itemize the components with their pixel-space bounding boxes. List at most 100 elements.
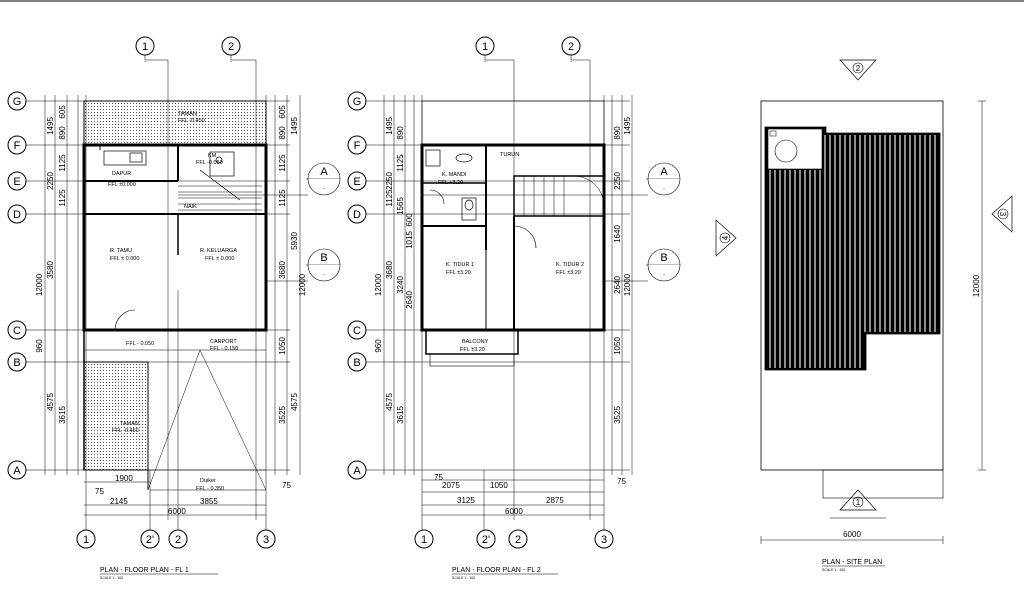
dimension-label: 1495 [46, 117, 55, 135]
dimension-label: 3125 [457, 496, 475, 505]
room-name: K. TIDUR 1 [446, 262, 474, 268]
drawing-scale: SCALE 1 : 100 [452, 576, 475, 580]
room-name: K. MANDI [442, 172, 467, 178]
grid-bubble-label: 1 [482, 41, 488, 53]
room-ffl: FFL +3.20 [438, 180, 463, 186]
dimension-label: 3855 [200, 497, 218, 506]
dimension-label: 12000 [374, 273, 383, 296]
section-sub: - [663, 272, 665, 278]
grid-bubble-label: A [353, 465, 361, 477]
dimension-label: 3240 [396, 276, 405, 294]
dimension-label: 1050 [278, 337, 287, 355]
dimension-label: 1125 [278, 189, 287, 207]
section-mark-label: 1 [856, 498, 861, 507]
room-ffl: FFL ±3.20 [460, 347, 485, 353]
room-name: BALCONY [462, 339, 489, 345]
room-name: CARPORT [210, 339, 237, 345]
dimension-label: 2250 [46, 172, 55, 190]
room-name: NAIK [184, 204, 197, 210]
site-height-dimension: 12000 [972, 274, 981, 297]
grid-bubble-label: D [13, 209, 21, 221]
dimension-label: 2640 [405, 291, 414, 309]
room-name: DAPUR [112, 171, 131, 177]
section-label: B [660, 252, 667, 264]
dimension-label: 1125 [278, 154, 287, 172]
room-name: TURUN [500, 152, 519, 158]
dimension-label: 75 [434, 473, 443, 482]
section-mark-label: 2 [856, 64, 861, 73]
grid-bubble-label: 2' [482, 534, 490, 546]
drawing-scale: SCALE 1 : 100 [100, 576, 123, 580]
dimension-label: 4575 [290, 393, 299, 411]
dimension-label: 12000 [623, 273, 632, 296]
section-sub: - [323, 272, 325, 278]
section-mark-label: 4 [721, 235, 730, 240]
grid-bubble-label: G [13, 96, 22, 108]
grid-bubble-label: 2 [568, 41, 574, 53]
dimension-label: 75 [282, 481, 291, 490]
dimension-label: 12000 [35, 273, 44, 296]
section-label: B [320, 252, 327, 264]
site-plan: 2 3 4 1 [715, 59, 1013, 572]
grid-bubble-label: B [13, 357, 20, 369]
room-ffl: FFL - 0.350 [196, 486, 224, 492]
room-name: Duiker [200, 478, 216, 484]
dimension-label: 4575 [46, 393, 55, 411]
room-ffl: FFL ± 0.000 [110, 256, 139, 262]
room-name: TAMAN [120, 421, 139, 427]
grid-bubble-sub: - [144, 59, 146, 65]
dimension-label: 605 [58, 105, 67, 119]
section-label: A [660, 166, 668, 178]
dimension-label: 605 [278, 105, 287, 119]
room-ffl: FFL ± 0.000 [205, 256, 234, 262]
dimension-label: 1125 [58, 154, 67, 172]
dimension-label: 75 [617, 477, 626, 486]
grid-bubble-label: 2 [175, 534, 181, 546]
dimension-label: 2250 [613, 172, 622, 190]
grid-bubble-label: 1 [83, 534, 89, 546]
room-name: K. TIDUR 2 [556, 262, 584, 268]
dimension-label: 4575 [385, 393, 394, 411]
drawing-scale: SCALE 1 : 100 [822, 568, 845, 572]
room-labels-fl1: TAMAN FFL -0.450 KM FFL -0.050 DAPUR FFL… [108, 111, 238, 492]
dimension-label: 3525 [278, 406, 287, 424]
dimension-label: 3615 [396, 406, 405, 424]
room-ffl: FFL ±0.000 [108, 182, 136, 188]
dimension-label: 2875 [546, 496, 564, 505]
dimension-label: 1125 [396, 154, 405, 172]
section-mark-label: 3 [998, 212, 1007, 217]
site-width-dimension: 6000 [843, 530, 861, 539]
drawing-title: PLAN - FLOOR PLAN - FL 1 [100, 567, 189, 574]
grid-bubbles-left-fl2: G F E D C B A [347, 91, 367, 480]
dimension-label: 1495 [290, 117, 299, 135]
dimension-label: 1125 [385, 189, 394, 207]
dimension-label: 2145 [110, 497, 128, 506]
dimension-label: 3525 [613, 406, 622, 424]
grid-bubble-label: C [353, 325, 361, 337]
room-ffl: FFL - 0.050 [126, 341, 154, 347]
dimension-label: 960 [35, 339, 44, 353]
grid-bubble-sub: - [484, 59, 486, 65]
room-name: R. KELUARGA [200, 248, 237, 254]
dimension-label: 6000 [505, 507, 523, 516]
dimension-label: 3580 [46, 261, 55, 279]
room-ffl: FFL -0.050 [196, 160, 223, 166]
dimension-label: 5930 [290, 232, 299, 250]
dimension-label: 1050 [490, 481, 508, 490]
grid-bubble-label: D [353, 209, 361, 221]
grid-bubble-label: E [353, 176, 360, 188]
grid-bubble-label: 1 [142, 41, 148, 53]
grid-bubble-label: 3 [263, 534, 269, 546]
floor-plan-fl1: G F E D C B A 1495 [7, 36, 341, 580]
dimension-label: 3680 [278, 261, 287, 279]
dimension-label: 3680 [385, 261, 394, 279]
room-labels-fl2: TURUN K. MANDI FFL +3.20 K. TIDUR 1 FFL … [438, 152, 584, 353]
dimension-label: 890 [396, 126, 405, 140]
dimension-label: 1495 [623, 117, 632, 135]
dimension-label: 1495 [385, 117, 394, 135]
grid-bubble-label: F [354, 140, 361, 152]
grid-bubble-label: 2 [228, 41, 234, 53]
room-ffl: FFL -0.450 [112, 428, 139, 434]
grid-bubble-sub: - [230, 59, 232, 65]
